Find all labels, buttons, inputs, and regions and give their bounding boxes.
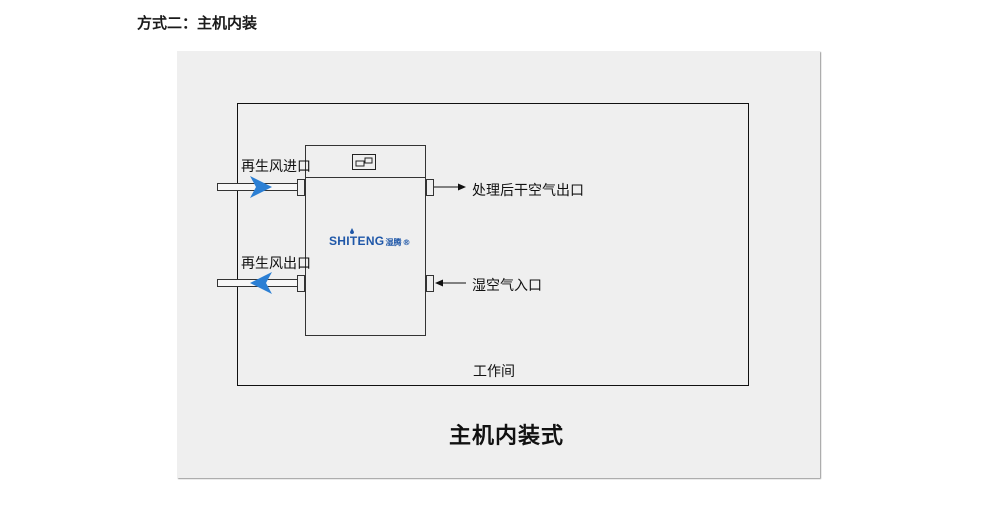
logo-registered-mark: ®: [402, 238, 411, 247]
regen-air-outlet-label: 再生风出口: [241, 256, 311, 272]
logo-drop-icon: [350, 228, 354, 234]
humid-air-inlet-port: [426, 275, 434, 292]
diagram-panel: [177, 51, 820, 478]
workroom-boundary: [237, 103, 749, 386]
workroom-label: 工作间: [473, 364, 515, 380]
regen-inlet-port: [297, 179, 305, 196]
humid-air-inlet-label: 湿空气入口: [472, 278, 542, 294]
diagram-caption: 主机内装式: [449, 424, 565, 449]
dry-air-outlet-label: 处理后干空气出口: [472, 183, 584, 199]
logo-text-cn: 湿腾: [385, 238, 402, 247]
regen-inlet-duct: [217, 183, 298, 191]
unit-top-divider: [305, 177, 426, 178]
regen-outlet-duct: [217, 279, 298, 287]
logo-text-en: SHITENG: [329, 234, 385, 248]
section-heading: 方式二：主机内装: [137, 14, 258, 32]
dry-air-outlet-port: [426, 179, 434, 196]
regen-air-inlet-label: 再生风进口: [241, 159, 311, 175]
dehumidifier-unit: [305, 145, 426, 336]
control-panel-icon: [352, 154, 376, 170]
brand-logo: SHITENG 湿腾 ®: [329, 228, 411, 248]
regen-outlet-port: [297, 275, 305, 292]
